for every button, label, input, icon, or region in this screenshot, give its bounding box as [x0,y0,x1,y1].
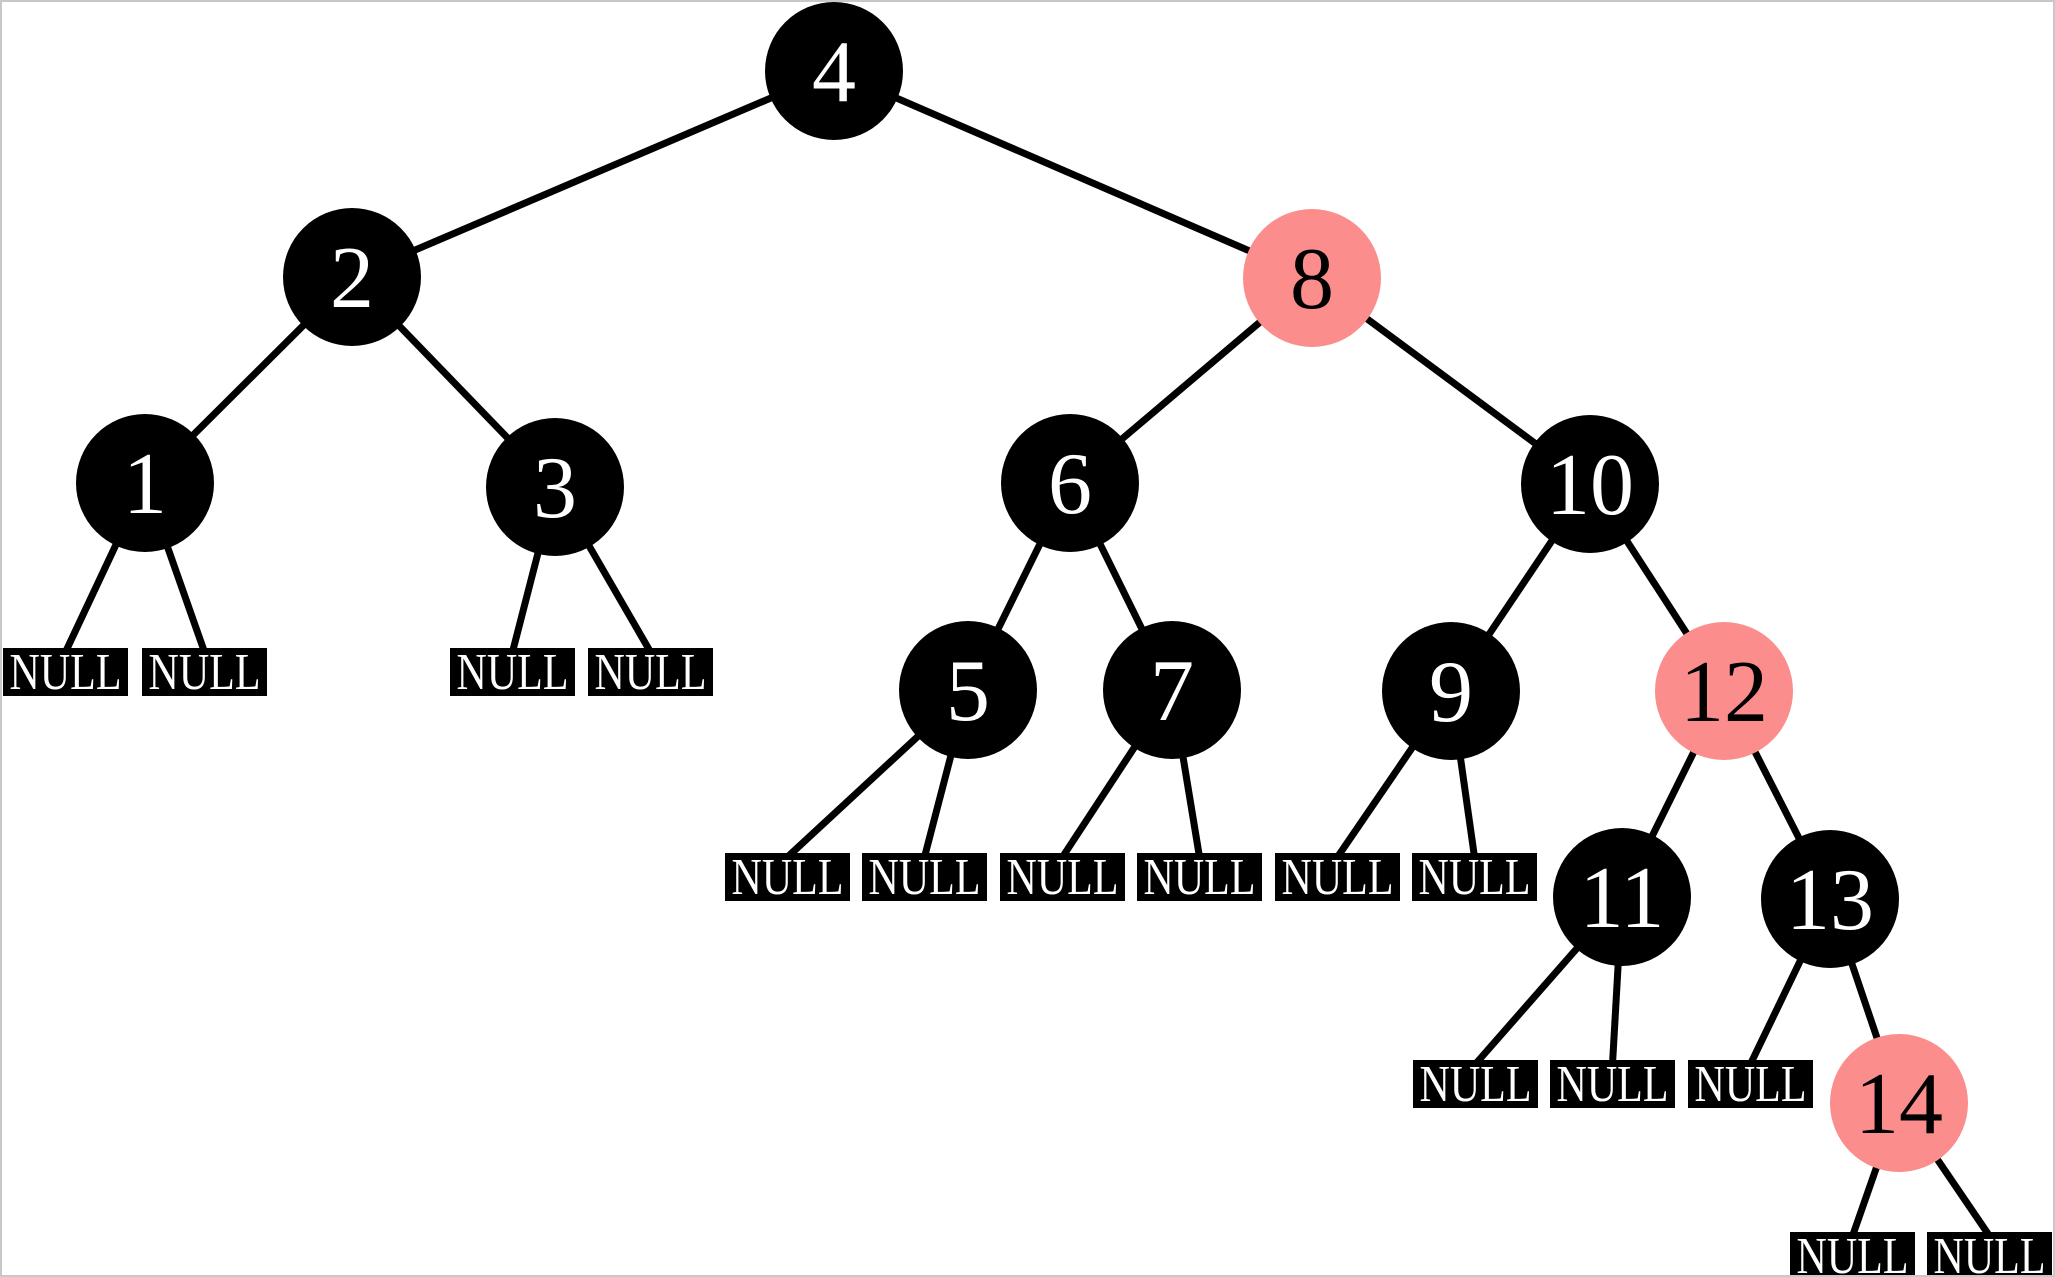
tree-edge-4-2 [350,67,836,281]
null-leaf-label: NULL [1695,1056,1807,1113]
black-node-circle [765,2,903,140]
null-leaf-box [1550,1060,1675,1108]
tree-node-6: 6 [1001,414,1139,552]
null-leaf-L1: NULL [3,644,128,701]
node-label: 4 [812,24,856,121]
node-label: 7 [1150,643,1194,740]
null-leaf-label: NULL [1934,1228,2046,1275]
null-leaf-box [1790,1232,1915,1275]
null-leaf-L6: NULL [862,849,987,906]
null-leaf-box [725,853,850,901]
node-label: 1 [123,436,167,533]
red-node-circle [1830,1034,1968,1172]
tree-node-9: 9 [1382,622,1520,760]
black-node-circle [1382,622,1520,760]
null-leaf-label: NULL [1144,849,1256,906]
null-leaf-label: NULL [10,644,122,701]
null-leaf-L2: NULL [142,644,267,701]
node-label: 6 [1048,436,1092,533]
null-leaf-label: NULL [1420,1056,1532,1113]
null-leaf-L8: NULL [1137,849,1262,906]
node-label: 9 [1429,644,1473,741]
null-leaf-label: NULL [869,849,981,906]
null-leaf-box [1927,1232,2052,1275]
black-node-circle [899,621,1037,759]
null-leaf-L15: NULL [1927,1228,2052,1275]
null-leaf-box [1275,853,1400,901]
node-label: 5 [946,643,990,740]
null-leaf-L10: NULL [1412,849,1537,906]
null-leaf-box [862,853,987,901]
null-leaf-L7: NULL [1000,849,1125,906]
null-leaf-label: NULL [595,644,707,701]
null-leaf-label: NULL [732,849,844,906]
tree-node-4: 4 [765,2,903,140]
null-leaf-label: NULL [1797,1228,1909,1275]
null-leaf-label: NULL [1282,849,1394,906]
red-node-circle [1243,209,1381,347]
black-node-circle [76,414,214,552]
null-leaf-box [1413,1060,1538,1108]
tree-node-7: 7 [1103,621,1241,759]
node-label: 11 [1580,850,1665,947]
tree-node-2: 2 [283,208,421,346]
null-leaf-label: NULL [457,644,569,701]
black-node-circle [1103,621,1241,759]
null-leaf-L9: NULL [1275,849,1400,906]
null-leaf-L14: NULL [1790,1228,1915,1275]
null-leaf-label: NULL [149,644,261,701]
null-leaf-label: NULL [1557,1056,1669,1113]
null-leaf-L4: NULL [588,644,713,701]
tree-edge-4-8 [832,67,1314,282]
black-node-circle [486,418,624,556]
null-leaf-L5: NULL [725,849,850,906]
null-leaf-label: NULL [1007,849,1119,906]
null-leaf-box [1688,1060,1813,1108]
null-leaf-L12: NULL [1550,1056,1675,1113]
null-leaf-box [142,648,267,696]
black-node-circle [1001,414,1139,552]
tree-node-10: 10 [1521,415,1659,553]
node-label: 12 [1680,644,1768,741]
black-node-circle [1521,415,1659,553]
tree-node-11: 11 [1553,828,1691,966]
null-leaf-label: NULL [1419,849,1531,906]
tree-node-12: 12 [1655,622,1793,760]
node-label: 10 [1546,437,1634,534]
tree-node-3: 3 [486,418,624,556]
null-leaf-box [1000,853,1125,901]
node-label: 2 [330,230,374,327]
black-node-circle [1761,830,1899,968]
null-leaf-box [450,648,575,696]
null-leaf-box [3,648,128,696]
node-label: 14 [1855,1056,1943,1153]
tree-node-8: 8 [1243,209,1381,347]
null-leaf-L11: NULL [1413,1056,1538,1113]
null-leaf-L13: NULL [1688,1056,1813,1113]
node-label: 13 [1786,852,1874,949]
null-leaf-box [1412,853,1537,901]
black-node-circle [1553,828,1691,966]
black-node-circle [283,208,421,346]
red-node-circle [1655,622,1793,760]
null-leaf-L3: NULL [450,644,575,701]
null-leaf-box [1137,853,1262,901]
null-leaf-box [588,648,713,696]
tree-node-5: 5 [899,621,1037,759]
node-label: 3 [533,440,577,537]
tree-node-13: 13 [1761,830,1899,968]
tree-node-1: 1 [76,414,214,552]
tree-node-14: 14 [1830,1034,1968,1172]
node-label: 8 [1290,231,1334,328]
